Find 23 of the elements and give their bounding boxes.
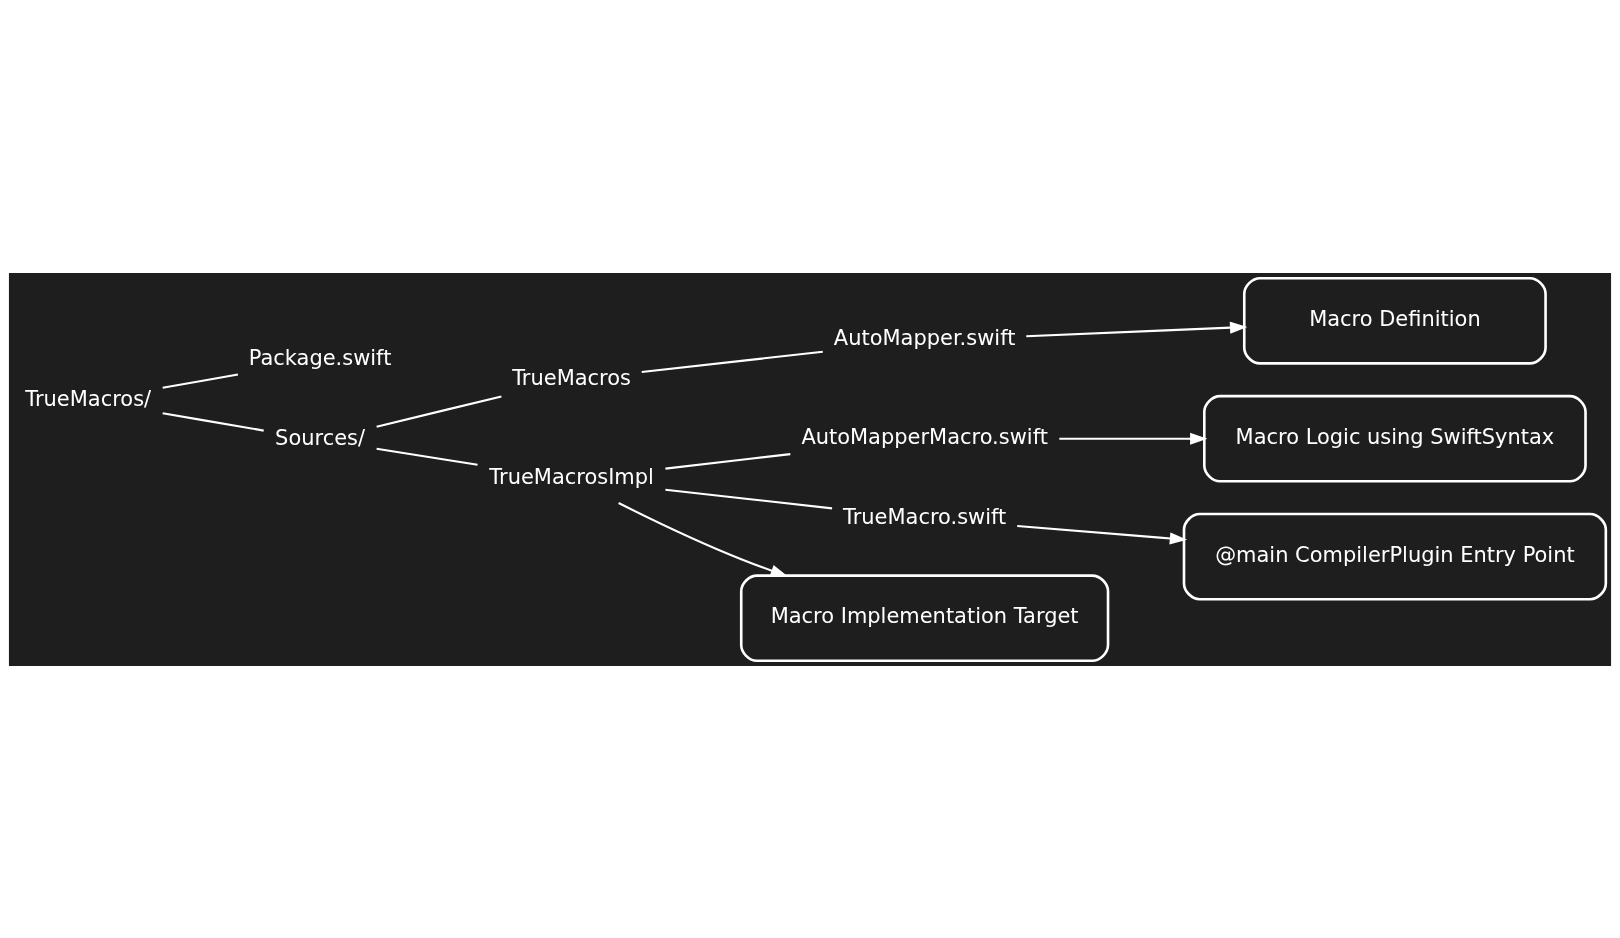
connector (162, 411, 264, 432)
node-text: AutoMapperMacro.swift (801, 424, 1048, 449)
node-box: Macro Implementation Target (739, 573, 1110, 662)
node-text: TrueMacros (512, 365, 631, 390)
node-box: @main CompilerPlugin Entry Point (1182, 512, 1608, 600)
arrow (1026, 321, 1248, 337)
node-text: Sources/ (275, 425, 366, 450)
connector (641, 350, 823, 373)
connector (665, 452, 791, 470)
arrow (618, 501, 788, 577)
node-box: Macro Definition (1242, 276, 1547, 365)
node-text: Package.swift (248, 345, 392, 370)
node-text: AutoMapper.swift (833, 325, 1016, 350)
connector (665, 488, 833, 509)
node-text: TrueMacros/ (25, 386, 152, 411)
arrow (1059, 432, 1208, 445)
node-text: TrueMacrosImpl (489, 464, 654, 489)
connector (162, 372, 239, 389)
arrow (1017, 524, 1188, 544)
node-box: Macro Logic using SwiftSyntax (1203, 394, 1587, 483)
connector (376, 394, 502, 428)
node-text: TrueMacro.swift (842, 504, 1007, 529)
connector (376, 447, 478, 466)
